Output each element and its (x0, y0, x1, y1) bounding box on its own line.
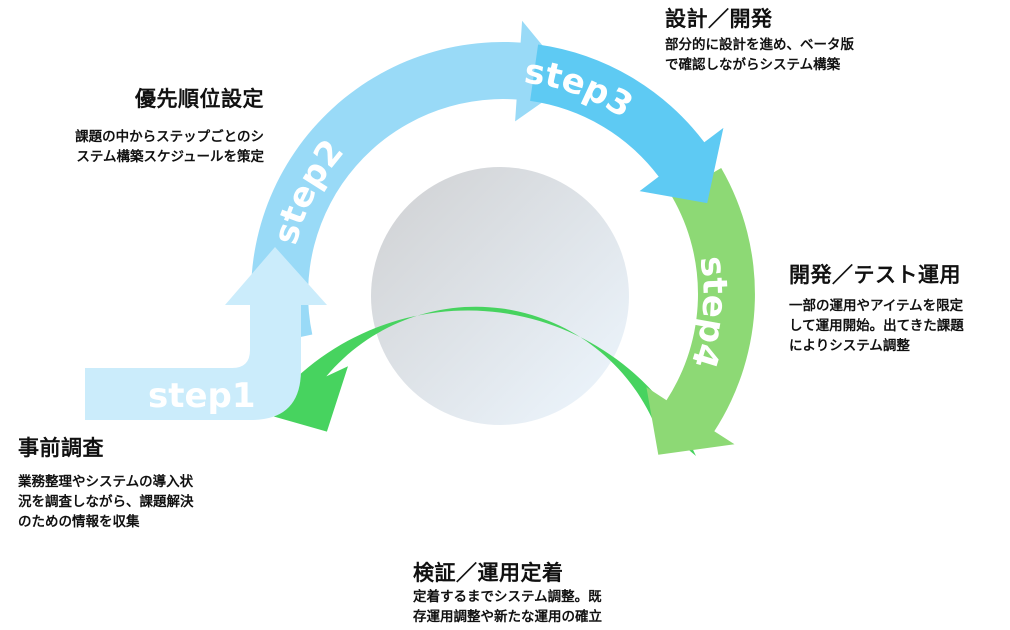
step1-description-block: 事前調査 業務整理やシステムの導入状 況を調査しながら、課題解決 のための情報を… (18, 436, 194, 532)
step1-description-line: のための情報を収集 (18, 514, 140, 531)
step3-title: 設計／開発 (665, 7, 773, 31)
step3-description-block: 設計／開発 部分的に設計を進め、ベータ版 で確認しながらシステム構築 (665, 7, 854, 75)
step4-title: 開発／テスト運用 (789, 263, 961, 287)
step5-description-line: 存運用調整や新たな運用の確立 (413, 609, 602, 626)
step1-description-line: 業務整理やシステムの導入状 (18, 474, 194, 491)
step1-title: 事前調査 (18, 436, 104, 460)
step1-label: step1 (148, 376, 256, 416)
step5-description-block: 検証／運用定着 定着するまでシステム調整。既 存運用調整や新たな運用の確立 (413, 561, 602, 627)
step4-description-line: して運用開始。出てきた課題 (789, 318, 964, 335)
step4-description-line: 一部の運用やアイテムを限定 (789, 298, 964, 315)
step5-title: 検証／運用定着 (413, 561, 564, 585)
step1-arrow (85, 247, 327, 420)
step2-title: 優先順位設定 (135, 87, 264, 111)
center-circle (371, 167, 629, 425)
step1-description-line: 況を調査しながら、課題解決 (18, 494, 194, 511)
step5-label: step5 (460, 500, 574, 541)
step4-description-line: によりシステム調整 (789, 338, 910, 355)
step4-arrow (646, 168, 755, 455)
step5-arrow (252, 306, 696, 456)
step3-arrow (530, 44, 724, 204)
step5-description-line: 定着するまでシステム調整。既 (413, 589, 602, 606)
step3-description-line: 部分的に設計を進め、ベータ版 (665, 37, 854, 54)
step2-description-block: 優先順位設定 課題の中からステップごとのシ ステム構築スケジュールを策定 (26, 87, 264, 167)
step3-description-line: で確認しながらシステム構築 (665, 57, 841, 74)
step2-description-line: 課題の中からステップごとのシ (75, 129, 264, 146)
step2-description-line: ステム構築スケジュールを策定 (76, 149, 264, 166)
step4-description-block: 開発／テスト運用 一部の運用やアイテムを限定 して運用開始。出てきた課題 により… (789, 263, 964, 356)
